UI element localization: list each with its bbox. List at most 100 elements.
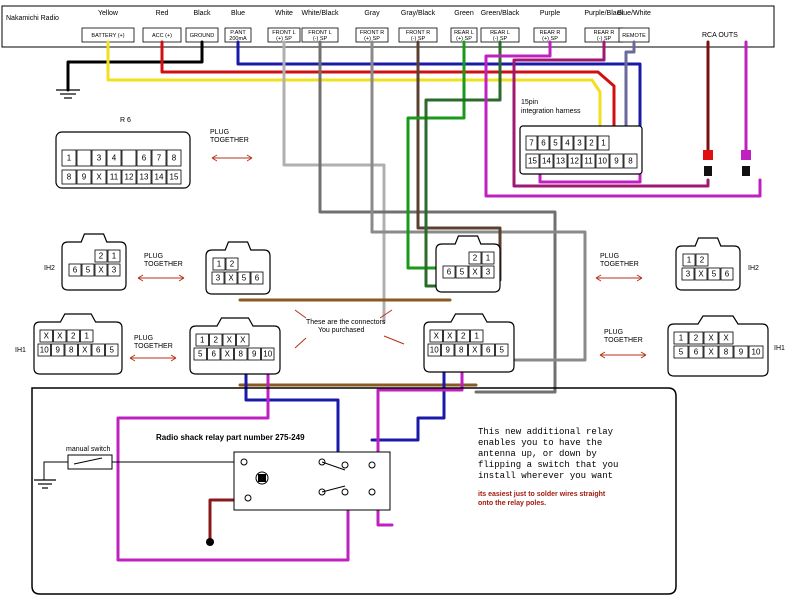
ih1-connector-right-pin bbox=[703, 331, 719, 345]
harness-pin-number: 14 bbox=[542, 157, 551, 166]
wire-yellow-battery bbox=[106, 40, 602, 142]
ih1-connector-center-pin-number: X bbox=[434, 332, 440, 341]
ih1-connector-left-pin bbox=[78, 343, 92, 357]
terminal-function-label: GROUND bbox=[190, 33, 214, 39]
double-arrow-icon bbox=[599, 351, 647, 359]
relay-pole-2 bbox=[244, 494, 252, 502]
ih1-connector-left-pin-number: 6 bbox=[96, 346, 101, 355]
r6-pin bbox=[136, 169, 152, 185]
r6-pin bbox=[106, 149, 122, 167]
plug-together-label: PLUG bbox=[134, 335, 153, 342]
wire-blue-white bbox=[624, 40, 636, 132]
ih1-connector-right-pin bbox=[718, 345, 734, 359]
ih1-connector-left-pin bbox=[39, 329, 53, 343]
double-arrow-icon bbox=[137, 274, 185, 282]
ih2-connector-left-pin bbox=[68, 263, 82, 277]
ih1-connector-mid-pin-number: X bbox=[225, 350, 231, 359]
ih2-connector-right-pin-number: 6 bbox=[725, 270, 730, 279]
r6-pin bbox=[91, 169, 107, 185]
plug-together-label: TOGETHER bbox=[600, 261, 639, 268]
ih1-connector-left bbox=[33, 313, 123, 375]
ih1-connector-right-pin-number: X bbox=[708, 348, 714, 357]
ih1-connector-right-pin bbox=[688, 345, 704, 359]
double-arrow-icon bbox=[211, 154, 253, 162]
harness-pin-number: 11 bbox=[584, 157, 593, 166]
terminal-function-label: FRONT L bbox=[272, 30, 295, 36]
ih1-connector-mid-pin bbox=[195, 333, 209, 347]
terminal-function-label: (-) SP bbox=[411, 36, 426, 42]
r6-pin bbox=[166, 149, 182, 167]
r6-pin bbox=[61, 149, 77, 167]
harness-pin-number: 1 bbox=[601, 139, 606, 148]
terminal-function-label: FRONT R bbox=[406, 30, 430, 36]
ih2-connector-left-pin bbox=[94, 263, 108, 277]
ih2-connector-center-pin bbox=[481, 265, 495, 279]
relay-pole-1 bbox=[240, 458, 248, 466]
ih2-connector-left-pin-number: 3 bbox=[112, 266, 117, 275]
relay-body bbox=[233, 451, 391, 511]
ih1-connector-right-pin bbox=[673, 331, 689, 345]
relay-note: its easiest just to solder wires straigh… bbox=[478, 491, 607, 507]
ih1-connector-mid-pin bbox=[220, 347, 234, 361]
terminal-function-label: ACC (+) bbox=[152, 33, 172, 39]
harness-pin bbox=[549, 135, 562, 151]
terminal-function-label: (-) SP bbox=[493, 36, 508, 42]
ih1-connector-left-pin bbox=[37, 343, 51, 357]
r6-pin-number: 9 bbox=[82, 173, 87, 182]
relay-pole-3 bbox=[318, 458, 326, 466]
ih2-connector-center-pin-number: 5 bbox=[460, 268, 465, 277]
ih2-connector-left-pin-number: 2 bbox=[99, 252, 104, 261]
ih1-connector-mid-pin-number: 1 bbox=[200, 336, 205, 345]
harness-pin-number: 6 bbox=[541, 139, 546, 148]
ih2-connector-center-pin-number: 3 bbox=[486, 268, 491, 277]
ih1-connector-center-pin-number: X bbox=[472, 346, 478, 355]
terminal-function-label: (-) SP bbox=[313, 36, 328, 42]
relay-description: This new additional relay enables you to… bbox=[478, 427, 624, 481]
ih2-connector-center-pin-number: 1 bbox=[486, 254, 491, 263]
ih2-connector-left-pin-number: 1 bbox=[112, 252, 117, 261]
ih1-connector-center-pin bbox=[468, 343, 482, 357]
terminal-function-label: REAR L bbox=[490, 30, 510, 36]
ih1-connector-left-pin-number: X bbox=[57, 332, 63, 341]
wire-green bbox=[406, 40, 466, 270]
plug-together-group: PLUGTOGETHERPLUGTOGETHERPLUGTOGETHERPLUG… bbox=[129, 129, 647, 362]
ih1-connector-right-pin-number: 10 bbox=[752, 348, 761, 357]
terminal-function-label: REMOTE bbox=[622, 33, 646, 39]
relay-title: Radio shack relay part number 275-249 bbox=[156, 433, 305, 442]
terminal-function-label: REAR R bbox=[594, 30, 615, 36]
ih2-connector-center-pin bbox=[481, 251, 495, 265]
r6-pin bbox=[151, 149, 167, 167]
plug-together-label: TOGETHER bbox=[134, 343, 173, 350]
ih2-label-right: IH2 bbox=[748, 265, 759, 272]
ih1-connector-right-pin bbox=[673, 345, 689, 359]
ih1-connector-left-pin-number: 9 bbox=[56, 346, 61, 355]
ih1-connector-left-pin-number: X bbox=[82, 346, 88, 355]
ih1-connector-mid-pin-number: 10 bbox=[263, 350, 272, 359]
r6-pin-number: 1 bbox=[67, 154, 72, 163]
harness-pin-number: 8 bbox=[628, 157, 633, 166]
terminal-function-label: REAR R bbox=[540, 30, 561, 36]
terminal-color-label: Green bbox=[454, 10, 474, 17]
plug-together-label: PLUG bbox=[600, 253, 619, 260]
ih1-connector-left-pin bbox=[80, 329, 94, 343]
harness-pin bbox=[537, 135, 550, 151]
relay-pole-5 bbox=[368, 461, 376, 469]
ih2-connector-right-pin bbox=[707, 267, 721, 281]
ih1-connector-left-pin bbox=[64, 343, 78, 357]
ih2-connector-mid-pin bbox=[211, 271, 225, 285]
r6-pin bbox=[151, 169, 167, 185]
harness-pin bbox=[525, 153, 540, 169]
ih2-connector-right-pin-number: 5 bbox=[712, 270, 717, 279]
plug-together-label: TOGETHER bbox=[144, 261, 183, 268]
connectors-note: These are the connectors You purchased bbox=[306, 319, 387, 334]
ih1-connector-center-pin-number: X bbox=[447, 332, 453, 341]
ih2-connector-right-pin bbox=[695, 253, 709, 267]
r6-pin bbox=[76, 169, 92, 185]
ih2-label-left: IH2 bbox=[44, 265, 55, 272]
ih1-connector-mid-pin-number: 5 bbox=[198, 350, 203, 359]
relay-pole-4 bbox=[341, 461, 349, 469]
relay-pole-8 bbox=[368, 488, 376, 496]
ih1-connector-mid-pin-number: 6 bbox=[212, 350, 217, 359]
rca-tip-pink bbox=[742, 166, 750, 176]
